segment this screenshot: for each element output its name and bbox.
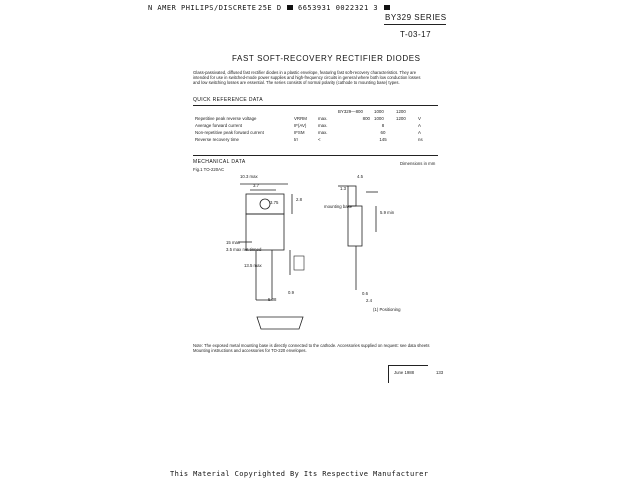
dim-width-top: 10.3 max: [240, 174, 258, 179]
dim-pin-length: 13.5 max: [244, 263, 262, 268]
side-dim-height: 1.3: [340, 186, 346, 191]
code-reference: T-03-17: [400, 30, 432, 39]
dim-lead-width: 0.9: [288, 290, 294, 295]
positioning-reference: (1) Positioning: [373, 307, 401, 312]
header-block-mark: [287, 5, 293, 10]
mounting-note: Note: The exposed metal mounting base is…: [193, 343, 430, 353]
header-left-text: N AMER PHILIPS/DISCRETE: [148, 4, 257, 12]
date-box-top: [388, 365, 428, 366]
mechanical-heading: MECHANICAL DATA: [193, 159, 246, 165]
header-mid-text: 25E D: [258, 4, 282, 12]
series-underline: [384, 24, 446, 25]
table-row: Repetitive peak reverse voltage VRRM max…: [195, 116, 421, 121]
header-variant-1200: 1200: [396, 109, 406, 114]
dim-lead-length: 15 max: [226, 240, 241, 245]
description-paragraph: Glass-passivated, diffused fast rectifie…: [193, 70, 421, 85]
package-front-view-drawing: [238, 183, 305, 301]
table-row: Reverse recovery time trr < 145 ns: [195, 137, 423, 142]
dim-height-right: 2.8: [296, 197, 302, 202]
header-variant-800: BY329—800: [338, 109, 363, 114]
dim-mount-hole: 3.75: [270, 200, 279, 205]
date-box-left: [388, 365, 389, 383]
document-title: FAST SOFT-RECOVERY RECTIFIER DIODES: [232, 54, 421, 63]
mounting-base-label: mounting base: [324, 204, 353, 209]
header-variant-1000: 1000: [374, 109, 384, 114]
dimensions-note: Dimensions in mm: [400, 161, 436, 166]
series-title: BY329 SERIES: [385, 13, 447, 22]
quick-reference-table: BY329—800 1000 1200 Repetitive peak reve…: [193, 108, 430, 143]
header-block-mark-2: [384, 5, 390, 10]
header-code-text: 6653931 0022321 3: [298, 4, 379, 12]
table-header-row: BY329—800 1000 1200: [193, 108, 430, 115]
side-dim-depth: 5.9 min: [380, 210, 395, 215]
side-dim-length: 2.4: [366, 298, 372, 303]
dim-lead-pitch: 5.08: [268, 297, 277, 302]
package-label: Fig.1 TO-220AC: [193, 167, 225, 172]
side-dim-top: 4.5: [357, 174, 363, 179]
table-row: Average forward current IF(AV) max. 8 A: [195, 123, 421, 128]
accessory-outline-drawing: [256, 316, 304, 330]
dim-lead-note: 3.5 max not tinned: [226, 247, 262, 252]
publication-date: June 1988: [394, 370, 415, 375]
dim-width-inner: 3.7: [253, 183, 259, 188]
package-side-view-drawing: [338, 185, 378, 290]
page-number: 133: [436, 370, 444, 375]
quick-reference-bottom-rule: [193, 155, 438, 156]
table-row: Non-repetitive peak forward current IFSM…: [195, 130, 421, 135]
copyright-footer: This Material Copyrighted By Its Respect…: [170, 470, 429, 478]
quick-reference-rule: [193, 105, 438, 106]
side-dim-thickness: 0.6: [362, 291, 368, 296]
quick-reference-heading: QUICK REFERENCE DATA: [193, 97, 264, 103]
